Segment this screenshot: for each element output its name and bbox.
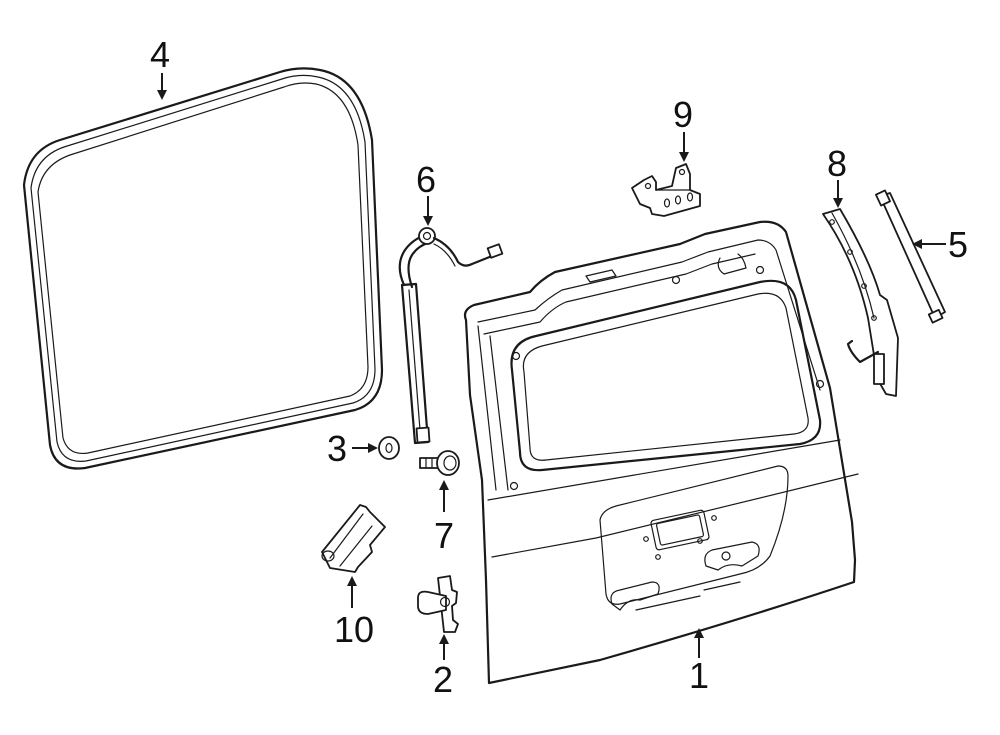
callout-3: 3 xyxy=(327,428,347,469)
callout-5: 5 xyxy=(948,224,968,265)
callout-2: 2 xyxy=(433,659,453,700)
callout-8: 8 xyxy=(827,143,847,184)
callout-labels: 4 6 9 8 5 3 7 10 2 1 xyxy=(150,34,968,700)
callout-4: 4 xyxy=(150,34,170,75)
part-liftgate[interactable] xyxy=(463,220,859,685)
part-bolt[interactable] xyxy=(419,450,460,476)
part-weatherstrip[interactable] xyxy=(22,67,384,470)
callout-9: 9 xyxy=(673,94,693,135)
callout-arrows xyxy=(157,73,946,660)
part-bumper-block[interactable] xyxy=(321,504,386,573)
callout-1: 1 xyxy=(689,655,709,696)
callout-6: 6 xyxy=(416,159,436,200)
part-hinge-reinforcement[interactable] xyxy=(822,208,899,397)
part-washer[interactable] xyxy=(378,436,400,460)
part-hinge[interactable] xyxy=(631,163,701,217)
part-striker-bracket[interactable] xyxy=(417,575,459,633)
part-support-strut[interactable] xyxy=(875,189,946,324)
part-power-strut[interactable] xyxy=(398,227,504,445)
callout-10: 10 xyxy=(334,609,374,650)
callout-7: 7 xyxy=(434,515,454,556)
